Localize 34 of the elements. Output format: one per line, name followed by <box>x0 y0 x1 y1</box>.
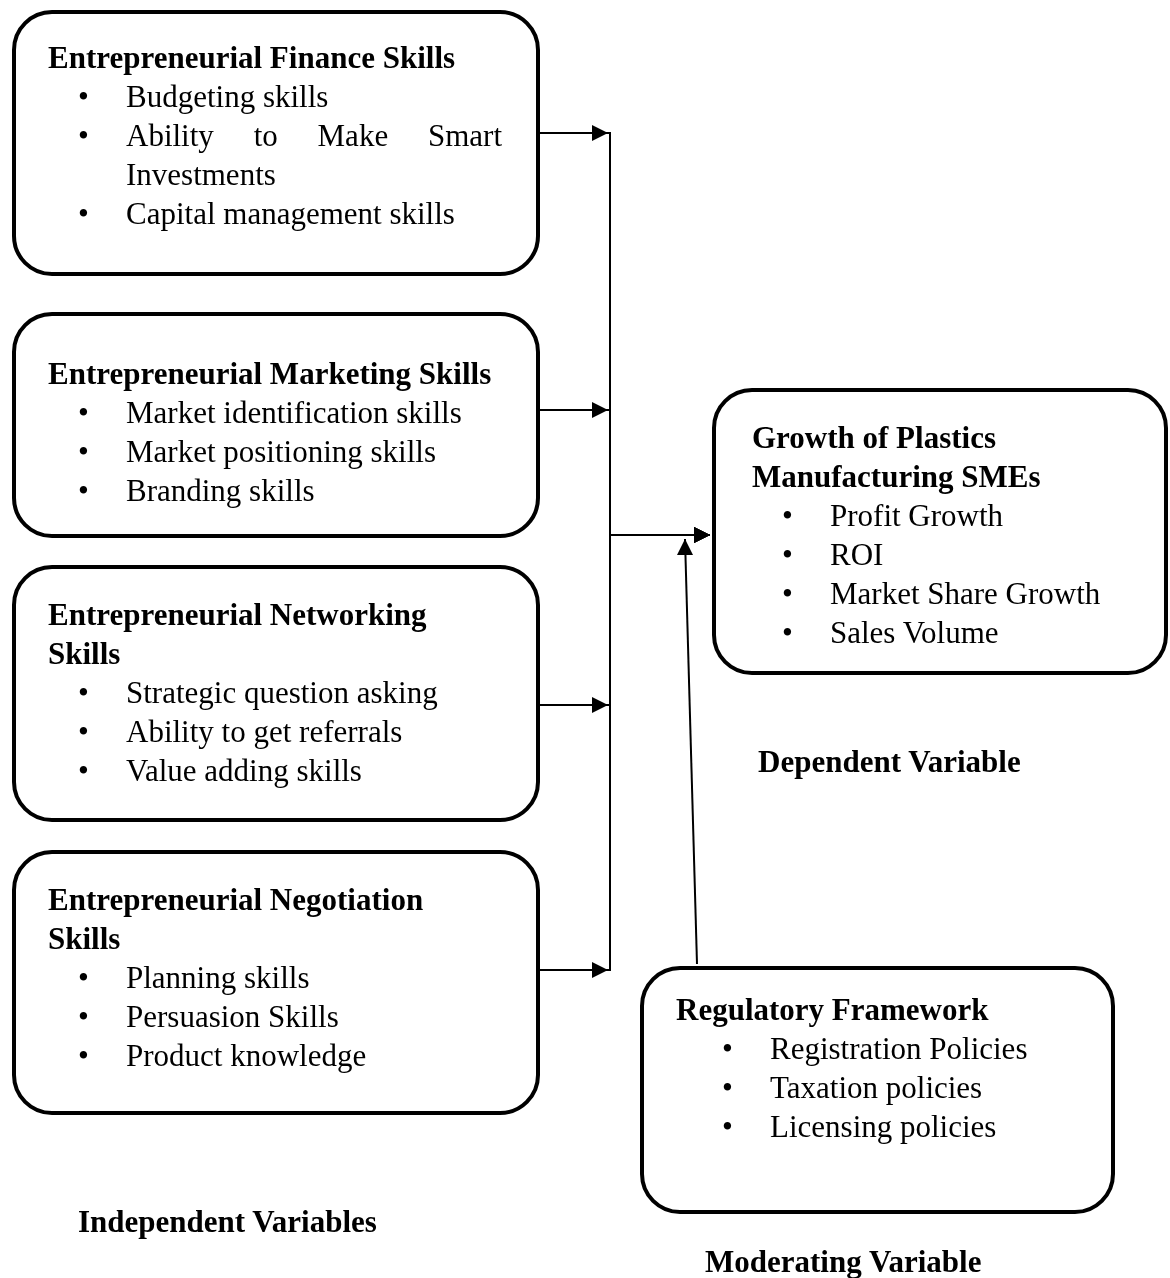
bullet-item: • Sales Volume <box>782 614 1000 652</box>
box-heading: Growth of Plastics Manufacturing SMEs <box>752 419 1042 496</box>
box-heading: Entrepreneurial Negotiation Skills <box>48 881 425 958</box>
bullet-item: • Market identification skills <box>78 394 463 432</box>
bullet-item: • Profit Growth <box>782 497 1005 535</box>
variable-type-label: Dependent Variable <box>758 745 1021 779</box>
bullet-item: • Taxation policies <box>722 1069 984 1107</box>
box-heading: Regulatory Framework <box>676 991 990 1029</box>
box-heading: Entrepreneurial Finance Skills <box>48 39 457 77</box>
bullet-item: • ROI <box>782 536 885 574</box>
variable-type-label: Independent Variables <box>78 1205 377 1239</box>
bullet-item: • Market positioning skills <box>78 433 437 471</box>
variable-box <box>712 388 1168 675</box>
bullet-item: • Product knowledge <box>78 1037 368 1075</box>
bullet-item: • Budgeting skills <box>78 78 330 116</box>
bullet-item: • Strategic question asking <box>78 674 439 712</box>
bullet-item: • Licensing policies <box>722 1108 998 1146</box>
bullet-item: • Registration Policies <box>722 1030 1029 1068</box>
variable-box <box>640 966 1115 1214</box>
variable-box <box>12 10 540 276</box>
bullet-item: • Branding skills <box>78 472 316 510</box>
variable-box <box>12 850 540 1115</box>
variable-box <box>12 565 540 822</box>
variable-box <box>12 312 540 538</box>
bullet-item: • Planning skills <box>78 959 311 997</box>
bullet-item: • Ability to get referrals <box>78 713 404 751</box>
bullet-item: • Ability to Make Smart Investments <box>78 117 502 194</box>
box-heading: Entrepreneurial Networking Skills <box>48 596 428 673</box>
bullet-item: • Capital management skills <box>78 195 456 233</box>
variable-type-label: Moderating Variable <box>705 1245 982 1278</box>
box-heading: Entrepreneurial Marketing Skills <box>48 355 493 393</box>
bullet-item: • Persuasion Skills <box>78 998 340 1036</box>
bullet-item: • Value adding skills <box>78 752 363 790</box>
bullet-item: • Market Share Growth <box>782 575 1102 613</box>
